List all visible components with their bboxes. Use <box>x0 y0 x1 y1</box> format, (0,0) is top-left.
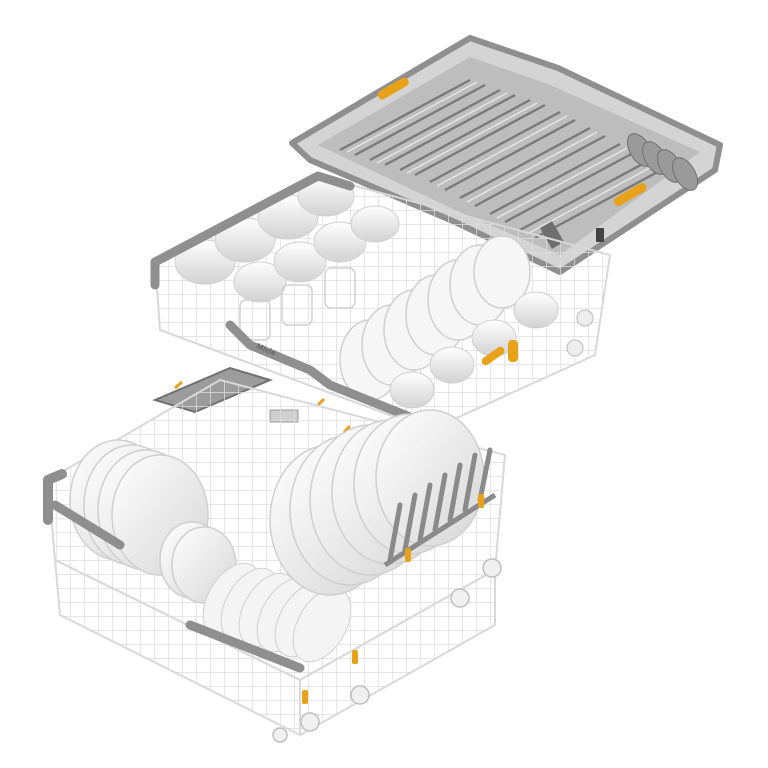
mugs <box>389 291 559 409</box>
plates-right <box>269 409 485 596</box>
basket-handle <box>481 346 505 366</box>
tray-handle-right <box>613 183 647 206</box>
upper-basket: Miele <box>150 171 612 432</box>
tray-handle-left <box>377 77 409 100</box>
cutlery-tray <box>289 35 723 275</box>
saucer-stack <box>339 235 531 401</box>
plates-front <box>202 562 352 663</box>
lower-basket <box>43 378 507 743</box>
